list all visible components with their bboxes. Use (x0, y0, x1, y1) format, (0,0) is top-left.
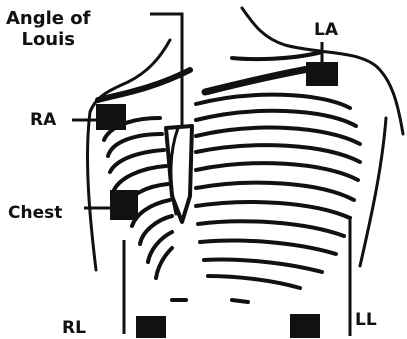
right-body-outline (360, 118, 386, 266)
ll-label: LL (355, 311, 377, 330)
ra-electrode (96, 104, 126, 130)
la-electrode (306, 62, 338, 86)
scapula (232, 52, 322, 59)
ll-electrode (290, 314, 320, 338)
rl-electrode (136, 316, 166, 338)
angle-of-louis-line2: Louis (6, 29, 90, 50)
angle-of-louis-pointer (150, 14, 182, 128)
right-clavicle (98, 70, 190, 100)
angle-of-louis-line1: Angle of (6, 8, 90, 29)
left-body-outline (88, 112, 96, 270)
rl-label: RL (62, 319, 86, 338)
ra-label: RA (30, 111, 56, 130)
chest-electrode (110, 190, 138, 220)
la-label: LA (314, 21, 338, 40)
chest-label: Chest (8, 204, 62, 223)
angle-of-louis-label: Angle of Louis (6, 8, 90, 50)
left-ribs (196, 95, 360, 288)
